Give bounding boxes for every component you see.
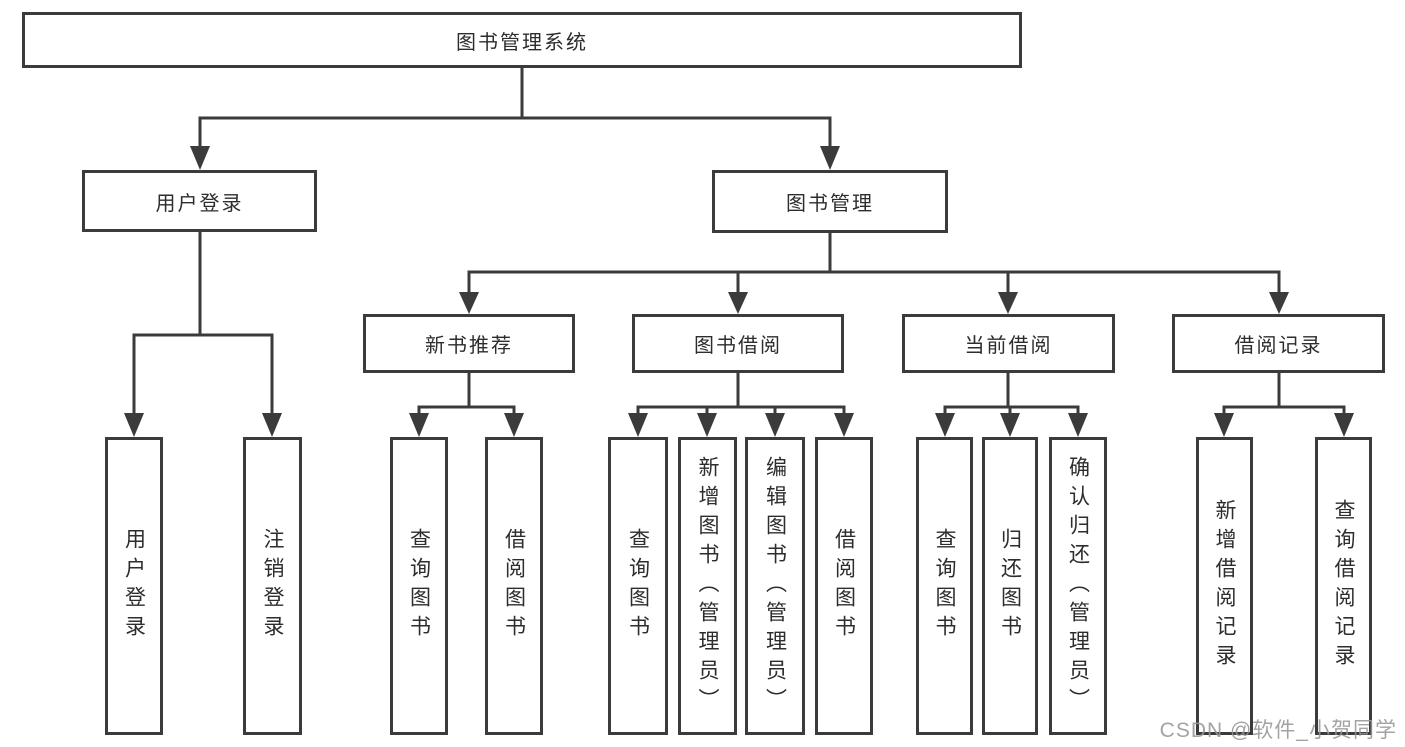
node-label: 新书推荐 [425,335,513,357]
node-label: 借阅记录 [1234,335,1323,357]
node-current-borrow: 当前借阅 [902,314,1115,373]
node-label: 查询图书 [626,528,650,644]
node-label: 当前借阅 [964,335,1053,357]
node-label: 查询图书 [407,528,431,644]
node-label: 新增借阅记录 [1213,499,1236,673]
node-book-management: 图书管理 [712,170,948,233]
node-book-borrow: 图书借阅 [632,314,844,373]
leaf-logout: 注销登录 [243,437,302,735]
node-label: 借阅图书 [502,528,526,644]
node-label: 图书管理系统 [456,31,588,54]
leaf-current-return-book: 归还图书 [982,437,1038,735]
node-new-book-recommend: 新书推荐 [363,314,575,373]
node-label: 注销登录 [261,528,284,644]
node-label: 借阅图书 [832,528,856,644]
leaf-current-confirm-return-admin: 确认归还（管理员） [1049,437,1107,735]
csdn-watermark: CSDN @软件_小贺同学 [1159,719,1397,742]
node-label: 图书管理 [786,193,874,215]
leaf-current-query-book: 查询图书 [916,437,973,735]
leaf-user-login: 用户登录 [105,437,163,735]
node-label: 确认归还（管理员） [1066,455,1090,717]
node-root: 图书管理系统 [22,12,1022,68]
leaf-records-add-record: 新增借阅记录 [1196,437,1253,735]
leaf-recommend-query-book: 查询图书 [390,437,448,735]
leaf-recommend-borrow-book: 借阅图书 [485,437,543,735]
leaf-borrow-edit-book-admin: 编辑图书（管理员） [745,437,805,735]
leaf-borrow-borrow-book: 借阅图书 [815,437,873,735]
leaf-records-query-record: 查询借阅记录 [1315,437,1372,735]
node-label: 图书借阅 [694,335,782,357]
leaf-borrow-query-book: 查询图书 [608,437,668,735]
node-label: 用户登录 [155,192,244,215]
node-label: 编辑图书（管理员） [763,455,787,717]
node-label: 查询图书 [933,528,956,644]
node-borrow-records: 借阅记录 [1172,314,1385,373]
node-label: 新增图书（管理员） [696,455,719,717]
leaf-borrow-add-book-admin: 新增图书（管理员） [678,437,737,735]
node-label: 查询借阅记录 [1332,499,1355,673]
node-label: 归还图书 [998,528,1022,644]
node-label: 用户登录 [122,528,146,644]
node-user-login: 用户登录 [82,170,317,232]
